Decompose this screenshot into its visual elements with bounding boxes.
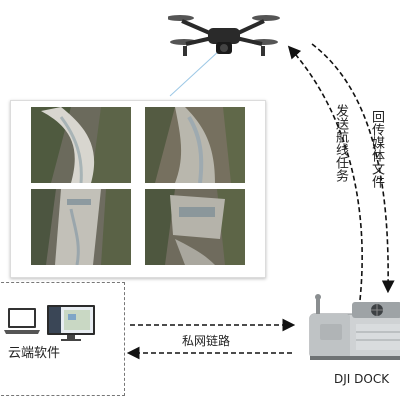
aerial-photo-panel bbox=[10, 100, 266, 278]
dji-dock-image bbox=[296, 294, 400, 364]
valley-photo-4 bbox=[145, 189, 245, 265]
send-task-arrow bbox=[287, 45, 363, 301]
valley-photo-3 bbox=[31, 189, 131, 265]
drone-to-photos-line bbox=[169, 49, 221, 97]
monitor-icon bbox=[46, 304, 96, 342]
valley-photo-2 bbox=[145, 107, 245, 183]
return-media-files-label: 回传媒体文件 bbox=[369, 110, 384, 188]
cloud-software-box bbox=[0, 282, 125, 396]
private-link-label: 私网链路 bbox=[182, 334, 231, 348]
drone-image bbox=[166, 6, 280, 62]
cloud-software-label: 云端软件 bbox=[8, 346, 61, 361]
laptop-icon bbox=[2, 306, 42, 336]
return-media-arrow bbox=[311, 43, 395, 294]
send-route-task-label: 发送航线任务 bbox=[333, 104, 348, 182]
dji-dock-label: DJI DOCK bbox=[334, 372, 390, 386]
valley-photo-1 bbox=[31, 107, 131, 183]
